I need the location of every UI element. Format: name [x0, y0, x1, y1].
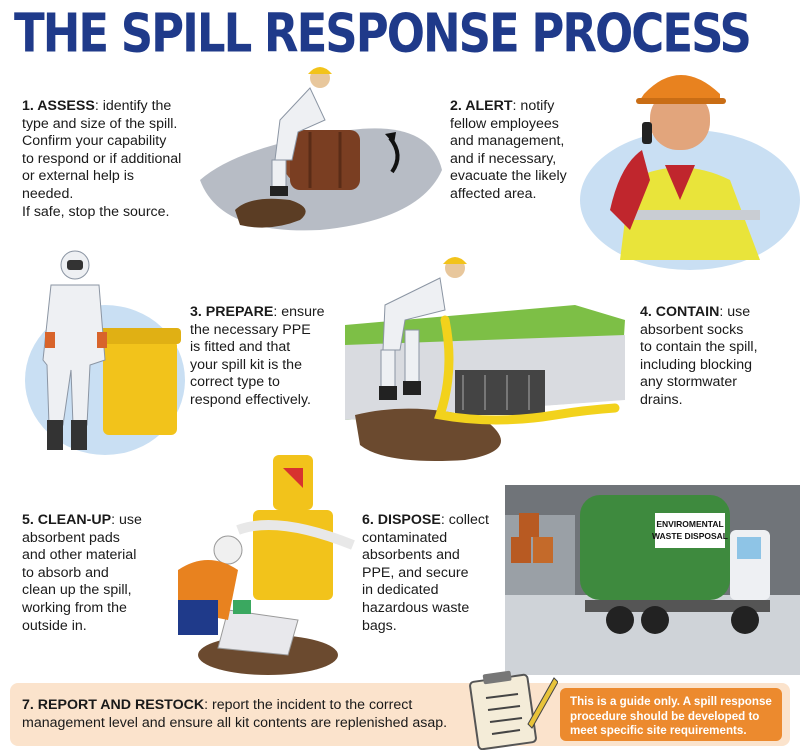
spill-kit-bin-icon [99, 328, 181, 435]
step-assess: 1. ASSESS: identify the type and size of… [22, 98, 182, 220]
step-report-restock: 7. REPORT AND RESTOCK: report the incide… [22, 697, 448, 731]
step-dispose: 6. DISPOSE: collect contaminated absorbe… [362, 512, 489, 634]
oil-drum-icon [282, 130, 360, 190]
dispose-illustration: ENVIROMENTAL WASTE DISPOSAL [505, 485, 800, 675]
ppe-worker-figure [42, 250, 107, 450]
worker-figure [270, 67, 332, 196]
truck-sign-line-1: ENVIROMENTAL [656, 519, 723, 529]
worker-on-phone-figure [610, 75, 760, 260]
cleanup-illustration [178, 455, 355, 675]
prepare-illustration [25, 250, 185, 455]
clipboard-icon [469, 670, 558, 750]
worker-figure [379, 257, 467, 400]
oil-drums-icon [511, 513, 553, 563]
step-alert: 2. ALERT: notify fellow employees and ma… [450, 98, 567, 202]
worker-figure [178, 535, 251, 635]
guide-note-panel [560, 688, 782, 741]
truck-sign-line-2: WASTE DISPOSAL [652, 531, 728, 541]
phone-icon [642, 122, 652, 144]
assess-illustration [200, 67, 442, 231]
step-contain: 4. CONTAIN: use absorbent socks to conta… [640, 304, 758, 408]
page-title: THE SPILL RESPONSE PROCESS [14, 2, 752, 65]
step-prepare: 3. PREPARE: ensure the necessary PPE is … [190, 304, 325, 408]
guide-note: This is a guide only. A spill response p… [570, 695, 772, 737]
stormwater-drain-icon [455, 370, 545, 415]
step-cleanup: 5. CLEAN-UP: use absorbent pads and othe… [22, 512, 142, 634]
waste-truck-icon [580, 495, 770, 634]
alert-illustration [580, 75, 800, 270]
spill-kit-bin-icon [236, 455, 355, 600]
contain-illustration [345, 257, 625, 461]
pencil-icon [527, 677, 558, 729]
